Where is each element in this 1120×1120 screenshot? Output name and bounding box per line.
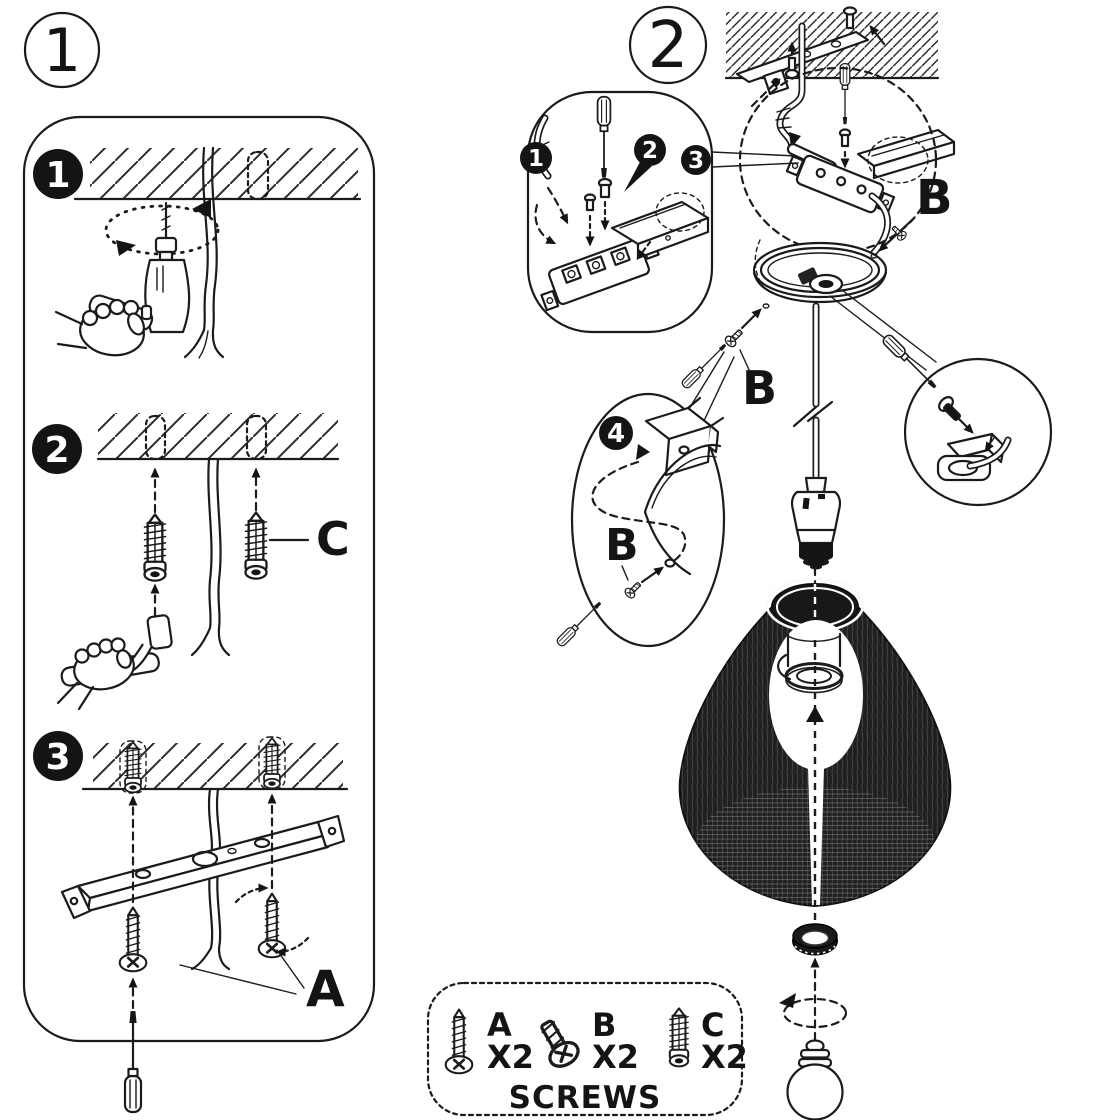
shade-ring <box>792 923 838 956</box>
inset-badge-3-number: 3 <box>688 148 704 174</box>
hammer-icon <box>56 614 173 711</box>
inset-badge-2-number: 2 <box>642 138 658 164</box>
twist-arrowhead <box>779 993 796 1008</box>
legend-b-id: B <box>592 1006 616 1044</box>
lamp-shade <box>678 577 952 922</box>
wire <box>207 457 213 630</box>
turn-arrow <box>275 936 310 957</box>
step-3-badge: 3 <box>33 731 83 781</box>
hole-outline <box>144 414 167 461</box>
bulb-assembly <box>779 957 848 1120</box>
step-1: 1 <box>33 146 362 359</box>
cord-grip-magnifier <box>880 332 1053 507</box>
step-3-number: 3 <box>45 737 70 778</box>
inset-badge-3: 3 <box>681 145 711 175</box>
ceiling-hatch <box>90 148 358 199</box>
hand-icon <box>54 298 145 357</box>
anchor-label: C <box>316 512 350 566</box>
wire-ends <box>190 946 231 971</box>
turn-arrow <box>234 883 269 904</box>
canopy-hole <box>870 253 878 259</box>
ceiling-assembly <box>724 6 940 150</box>
inset-badge-1: 1 <box>520 142 552 174</box>
label-leader <box>276 949 305 989</box>
legend-c-qty: X2 <box>701 1038 748 1076</box>
label-leader <box>621 565 629 581</box>
section1-number-circle: 1 <box>23 11 101 89</box>
wiring-inset: 1 2 3 <box>520 78 799 334</box>
strap-screw <box>842 6 886 46</box>
pilot-hole-outline <box>246 150 270 201</box>
step-4-number: 4 <box>607 419 625 449</box>
legend-item-c: C X2 <box>668 1006 748 1076</box>
up-arrowhead <box>806 706 824 722</box>
section2-number-circle: 2 <box>628 5 708 85</box>
lamp-socket <box>790 476 842 570</box>
twist-arrow-ellipse <box>782 997 848 1029</box>
wire <box>208 866 222 950</box>
mounting-bracket <box>60 814 346 920</box>
inset-badge-1-number: 1 <box>528 146 544 172</box>
screw-a-label: A <box>306 960 345 1018</box>
anchor-outline <box>119 740 147 794</box>
legend-a-qty: X2 <box>487 1038 534 1076</box>
legend-item-b: B X2 <box>531 1006 639 1076</box>
screw-b-label-step4: B <box>605 520 639 571</box>
ceiling-wires <box>183 146 225 359</box>
label-leader <box>179 964 297 995</box>
step-3: A 3 <box>33 731 349 1114</box>
canopy-dome-edge <box>643 443 722 576</box>
legend-c-id: C <box>701 1006 724 1044</box>
terminal-cover <box>856 128 956 184</box>
dome-hole <box>664 558 676 568</box>
wire-ends <box>190 626 231 657</box>
detail-pointers <box>675 289 937 443</box>
cover-highlight-ellipse <box>655 192 705 232</box>
rotation-arrows <box>104 199 220 256</box>
legend-a-id: A <box>487 1006 512 1044</box>
screws-legend: A X2 B X2 C X2 SCREWS <box>426 981 748 1117</box>
bracket-corner <box>644 396 725 477</box>
screw-b-label-top: B <box>916 170 953 226</box>
canopy <box>752 239 888 309</box>
section2-number: 2 <box>648 9 689 83</box>
badge3-leader <box>711 162 799 168</box>
step-2: C 2 <box>32 413 350 711</box>
legend-title: SCREWS <box>509 1080 662 1116</box>
canopy-screw-callout-top: B <box>878 170 953 252</box>
cord-clamp <box>936 432 1012 482</box>
hole-outline <box>245 414 268 461</box>
inset-badge-2: 2 <box>624 134 666 192</box>
legend-b-qty: X2 <box>592 1038 639 1076</box>
section1-number: 1 <box>43 16 81 86</box>
pendant-cord <box>792 302 834 482</box>
cord-grip <box>797 267 844 295</box>
step-2-badge: 2 <box>32 424 82 474</box>
step-1-badge: 1 <box>33 149 83 199</box>
section2: 2 <box>520 5 1053 1120</box>
canopy-screw-callout-mid: B <box>679 308 777 415</box>
step-4-detail: B 4 <box>554 392 726 649</box>
panel-border <box>22 115 376 1043</box>
screw-path <box>591 460 687 564</box>
section1-panel: 1 <box>22 11 376 1114</box>
cord-break-mark <box>792 400 834 428</box>
inner-socket-holder <box>777 632 844 694</box>
step-2-number: 2 <box>44 430 69 471</box>
wire <box>216 457 222 630</box>
ceiling-hatch <box>98 413 338 459</box>
legend-item-a: A X2 <box>444 1006 534 1076</box>
canopy-hole <box>762 303 770 309</box>
anchor-outline <box>258 736 286 790</box>
label-leader <box>739 349 751 373</box>
screw-b-label-mid: B <box>742 361 777 415</box>
badge3-leader <box>711 151 797 157</box>
legend-border <box>426 981 744 1117</box>
light-bulb-icon <box>786 1039 844 1120</box>
step-1-number: 1 <box>45 155 70 196</box>
cable-sleeve <box>775 107 792 129</box>
step-4-badge: 4 <box>599 416 633 450</box>
